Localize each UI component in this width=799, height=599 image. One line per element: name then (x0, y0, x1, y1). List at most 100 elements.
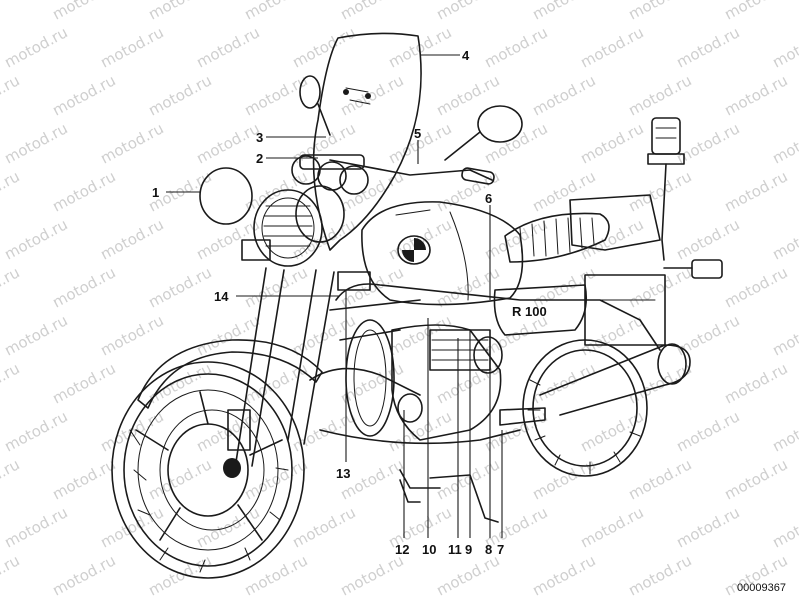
callout-1: 1 (152, 185, 159, 200)
callout-2: 2 (256, 151, 263, 166)
watermark-text: motod.ru (769, 23, 799, 71)
watermark-text: motod.ru (289, 503, 358, 551)
watermark-text: motod.ru (1, 23, 70, 71)
watermark-text: motod.ru (385, 311, 454, 359)
rear-turn-signal (663, 259, 723, 279)
watermark-text: motod.ru (481, 215, 550, 263)
leader-lines (166, 54, 503, 538)
watermark-text: motod.ru (433, 0, 502, 24)
auxiliary-lamps (291, 154, 369, 195)
callout-10: 10 (422, 542, 436, 557)
watermark-text: motod.ru (289, 23, 358, 71)
callout-6: 6 (485, 191, 492, 206)
watermark-text: motod.ru (721, 0, 790, 24)
callout-3: 3 (256, 130, 263, 145)
watermark-text: motod.ru (1, 311, 70, 359)
watermark-text: motod.ru (97, 215, 166, 263)
tank-badge: R 100 (512, 304, 547, 319)
watermark-text: motod.ru (433, 455, 502, 503)
watermark-text: motod.ru (577, 119, 646, 167)
watermark-text: motod.ru (625, 455, 694, 503)
watermark-text: motod.ru (481, 119, 550, 167)
watermark-text: motod.ru (337, 167, 406, 215)
watermark-text: motod.ru (1, 119, 70, 167)
watermark-text: motod.ru (0, 359, 23, 407)
watermark-text: motod.ru (433, 359, 502, 407)
watermark-text: motod.ru (433, 551, 502, 599)
watermark-text: motod.ru (49, 263, 118, 311)
watermark-text: motod.ru (49, 0, 118, 24)
watermark-text: motod.ru (673, 407, 742, 455)
watermark-text: motod.ru (625, 0, 694, 24)
watermark-text: motod.ru (145, 71, 214, 119)
front-fork (227, 267, 335, 467)
watermark-text: motod.ru (721, 71, 790, 119)
watermark-text: motod.ru (49, 71, 118, 119)
watermark-text: motod.ru (97, 23, 166, 71)
watermark-text: motod.ru (145, 455, 214, 503)
watermark-text: motod.ru (721, 455, 790, 503)
watermark-text: motod.ru (0, 263, 23, 311)
seat (504, 212, 610, 263)
watermark-text: motod.ru (529, 0, 598, 24)
motorcycle-illustration: R 100 (111, 32, 723, 579)
windshield (312, 32, 422, 251)
callout-11: 11 (448, 542, 462, 557)
watermark-text: motod.ru (625, 71, 694, 119)
watermark-text: motod.ru (385, 215, 454, 263)
watermark-text: motod.ru (721, 359, 790, 407)
left-mirror (299, 75, 331, 136)
watermark-text: motod.ru (433, 71, 502, 119)
watermark-text: motod.ru (1, 503, 70, 551)
signal-box (337, 271, 371, 291)
watermark-text: motod.ru (97, 311, 166, 359)
front-fender (137, 339, 323, 409)
watermark-text: motod.ru (241, 263, 310, 311)
stand (399, 479, 421, 503)
watermark-text: motod.ru (49, 551, 118, 599)
callout-14: 14 (214, 289, 229, 304)
watermark-text: motod.ru (49, 455, 118, 503)
watermark-text: motod.ru (0, 71, 23, 119)
watermark-text: motod.ru (721, 263, 790, 311)
watermark-text: motod.ru (289, 215, 358, 263)
watermark-text: motod.ru (529, 167, 598, 215)
watermark-text: motod.ru (145, 0, 214, 24)
watermark-text: motod.ru (433, 167, 502, 215)
watermark-text: motod.ru (625, 167, 694, 215)
watermark-text: motod.ru (625, 263, 694, 311)
watermark-text: motod.ru (145, 551, 214, 599)
watermark-text: motod.ru (241, 0, 310, 24)
watermark-text: motod.ru (481, 23, 550, 71)
fuel-tank (361, 201, 524, 306)
watermark-text: motod.ru (577, 23, 646, 71)
watermark-text: motod.ru (97, 407, 166, 455)
right-mirror (444, 105, 523, 161)
watermark-text: motod.ru (0, 551, 23, 599)
part-number: 00009367 (737, 582, 786, 594)
callout-9: 9 (465, 542, 472, 557)
watermark-text: motod.ru (97, 119, 166, 167)
watermark-text: motod.ru (769, 407, 799, 455)
watermark-text: motod.ru (145, 263, 214, 311)
side-cover: R 100 (493, 284, 588, 336)
watermark-text: motod.ru (49, 167, 118, 215)
watermark-text: motod.ru (529, 71, 598, 119)
callout-12: 12 (395, 542, 409, 557)
watermark-text: motod.ru (673, 215, 742, 263)
callout-7: 7 (497, 542, 504, 557)
rear-case (569, 194, 666, 346)
watermark-text: motod.ru (49, 359, 118, 407)
watermark-text: motod.ru (241, 551, 310, 599)
watermark-text: motod.ru (337, 0, 406, 24)
callout-4: 4 (462, 48, 470, 63)
watermark-text: motod.ru (1, 407, 70, 455)
beacon-light (647, 117, 685, 261)
watermark-text: motod.ru (337, 71, 406, 119)
watermark-text: motod.ru (673, 23, 742, 71)
watermark-text: motod.ru (625, 551, 694, 599)
watermark-text: motod.ru (673, 503, 742, 551)
callout-8: 8 (485, 542, 492, 557)
